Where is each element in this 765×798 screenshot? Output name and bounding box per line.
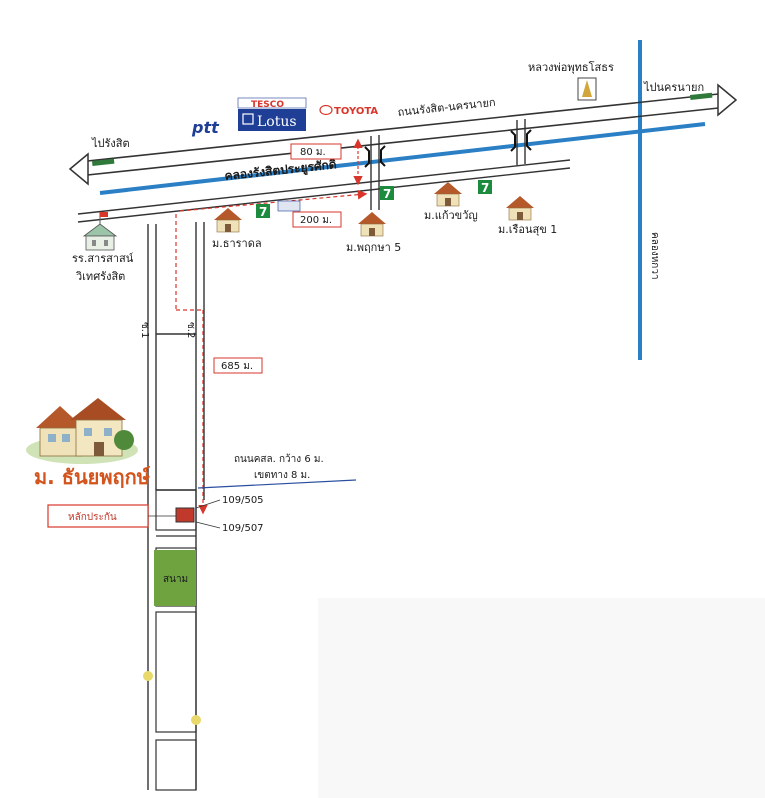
distance-685-label: 685 ม. (221, 361, 253, 372)
distance-200-line (179, 189, 368, 212)
svg-text:Lotus: Lotus (257, 114, 297, 130)
canal-line (99, 122, 706, 195)
frontage-road (77, 159, 571, 223)
arrow-right-icon (717, 83, 738, 117)
road-easement-label: เขตทาง 8 ม. (254, 470, 310, 481)
plot-109-507: 109/507 (222, 523, 264, 534)
tesco-lotus-logo: TESCO Lotus (237, 97, 307, 131)
collateral-label: หลักประกัน (68, 512, 117, 523)
soi1-label: ซ.1 (139, 322, 150, 338)
village-house-icon (214, 208, 242, 233)
project-house-icon (26, 398, 138, 464)
village-house-icon (506, 196, 534, 221)
distance-80-label: 80 ม. (300, 147, 326, 158)
field-label: สนาม (163, 574, 188, 585)
village-ruensuk1: ม.เรือนสุข 1 (498, 223, 557, 236)
to-nakhon-nayok-label: ไปนครนายก (643, 81, 704, 94)
plot-109-505: 109/505 (222, 495, 264, 506)
side-canal-label: คลองหกวา (649, 232, 660, 280)
temple-label: หลวงพ่อพุทธโสธร (528, 60, 614, 74)
svg-text:TESCO: TESCO (251, 100, 284, 110)
seven-eleven-icon: 7 (256, 204, 270, 219)
light-icon (191, 715, 201, 725)
ptt-logo: ptt (191, 118, 220, 137)
svg-text:7: 7 (259, 205, 267, 219)
main-road (77, 92, 729, 177)
collateral-plot (175, 507, 195, 523)
distance-685-box (213, 357, 263, 374)
distance-80-box (290, 143, 342, 160)
soi2-label: ซ.2 (185, 322, 196, 338)
seven-eleven-icon: 7 (380, 186, 394, 201)
temple-icon (577, 77, 597, 101)
left-green-sign (92, 158, 115, 166)
light-icon (143, 671, 153, 681)
village-kaewkwan: ม.แก้วขวัญ (424, 209, 478, 222)
arrow-left-icon (68, 152, 89, 186)
right-green-sign (689, 92, 713, 100)
school-name-2: วิเทศรังสิต (75, 270, 125, 283)
to-rangsit-label: ไปรังสิต (91, 137, 130, 150)
village-tharadon: ม.ธาราดล (212, 237, 262, 250)
svg-text:7: 7 (383, 187, 391, 201)
school-name-1: รร.สารสาสน์ (72, 252, 134, 265)
scan-patch (318, 598, 765, 798)
main-road-label: ถนนรังสิต-นครนายก (397, 96, 496, 119)
small-sign-icon (277, 200, 301, 212)
distance-200-box (292, 211, 342, 228)
plot-block (155, 489, 197, 531)
village-house-icon (358, 212, 386, 237)
village-house-icon (434, 182, 462, 207)
village-pruksa5: ม.พฤกษา 5 (346, 241, 401, 254)
field-area (154, 550, 196, 606)
distance-200-label: 200 ม. (300, 215, 332, 226)
lower-block-1 (155, 611, 197, 733)
road-spec-label: ถนนคสล. กว้าง 6 ม. (234, 453, 324, 465)
road-spec-pointer (197, 479, 357, 489)
seven-eleven-icon: 7 (478, 180, 492, 195)
school-icon (82, 212, 118, 251)
bridge-1 (364, 135, 386, 210)
svg-text:7: 7 (481, 181, 489, 195)
svg-text:TOYOTA: TOYOTA (334, 106, 378, 117)
toyota-logo: TOYOTA (319, 104, 378, 117)
lower-block-2 (155, 739, 197, 791)
project-name: ม. ธันยพฤกษ์ (34, 465, 150, 489)
bridge-2 (510, 119, 532, 165)
